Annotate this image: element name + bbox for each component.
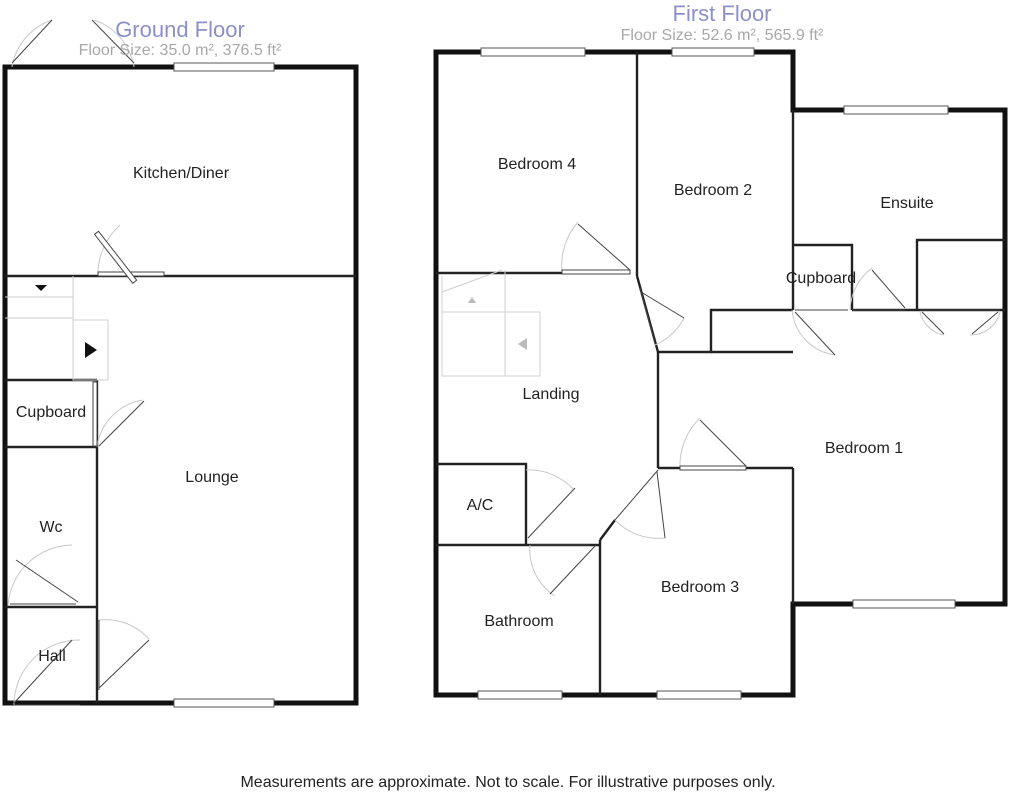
first-floor-title: First Floor [673, 1, 772, 26]
bedroom2-door [639, 287, 685, 346]
room-label-ensuite: Ensuite [880, 195, 933, 212]
room-label-bathroom: Bathroom [484, 613, 553, 630]
stairs-down-arrow-icon [35, 285, 47, 291]
kitchen-window [173, 62, 275, 72]
bedroom2-window [671, 47, 755, 57]
cupboard-double-door [791, 309, 848, 356]
bedroom1-door [679, 417, 747, 471]
room-label-ac: A/C [467, 497, 494, 514]
bedroom3-window [656, 690, 742, 700]
stairs-up-arrow-icon [468, 297, 476, 303]
room-label-landing: Landing [523, 386, 580, 403]
ensuite-inner-cupboard [915, 238, 1005, 310]
ground-floor-title: Ground Floor [115, 17, 245, 42]
room-label-bedroom2: Bedroom 2 [674, 182, 752, 199]
ensuite-cupboard-wall [793, 243, 854, 310]
wc-door [7, 544, 79, 607]
hall-internal-door [98, 619, 150, 690]
room-label-bedroom4: Bedroom 4 [498, 156, 576, 173]
bathroom-door [529, 544, 597, 597]
bathroom-window [477, 690, 563, 700]
front-door [13, 639, 81, 706]
kitchen-door [93, 224, 165, 284]
room-label-bedroom3: Bedroom 3 [661, 579, 739, 596]
bedroom1-window [852, 599, 956, 609]
bedroom4-window [480, 47, 586, 57]
first-floor-size: Floor Size: 52.6 m², 565.9 ft² [621, 27, 824, 44]
room-label-kitchen: Kitchen/Diner [133, 165, 230, 182]
first-floor-stairs [441, 269, 541, 377]
room-label-cupboard: Cupboard [786, 270, 856, 287]
ensuite-cupboard-doors [919, 309, 1001, 336]
ground-floor-size: Floor Size: 35.0 m², 376.5 ft² [79, 42, 282, 59]
room-label-cupboard: Cupboard [16, 404, 86, 421]
kitchen-french-doors [11, 19, 135, 68]
first-floor-plan: First Floor Floor Size: 52.6 m², 565.9 f… [433, 1, 1008, 700]
room-label-wc: Wc [39, 519, 62, 536]
disclaimer-text: Measurements are approximate. Not to sca… [240, 774, 776, 791]
stairs-left-arrow-icon [518, 338, 527, 350]
bedroom2-bottom-wall [635, 275, 793, 354]
floor-plan: Ground Floor Floor Size: 35.0 m², 376.5 … [2, 1, 1008, 708]
lounge-window [173, 698, 275, 708]
room-label-bedroom1: Bedroom 1 [825, 440, 903, 457]
room-label-lounge: Lounge [185, 469, 238, 486]
room-label-hall: Hall [38, 648, 66, 665]
first-floor-outer-wall [433, 49, 1008, 698]
ground-floor-plan: Ground Floor Floor Size: 35.0 m², 376.5 … [2, 17, 359, 708]
stairs-right-arrow-icon [85, 342, 97, 358]
ensuite-door [849, 267, 906, 311]
bedroom3-door [614, 469, 666, 539]
ac-cupboard-door [525, 469, 576, 539]
landing-bedroom3-angled-wall [599, 519, 616, 541]
ac-cupboard-wall [436, 462, 528, 545]
bedroom4-door [561, 221, 631, 275]
ground-floor-stairs [5, 276, 109, 381]
cupboard-door [92, 381, 145, 448]
ensuite-window [843, 105, 949, 115]
